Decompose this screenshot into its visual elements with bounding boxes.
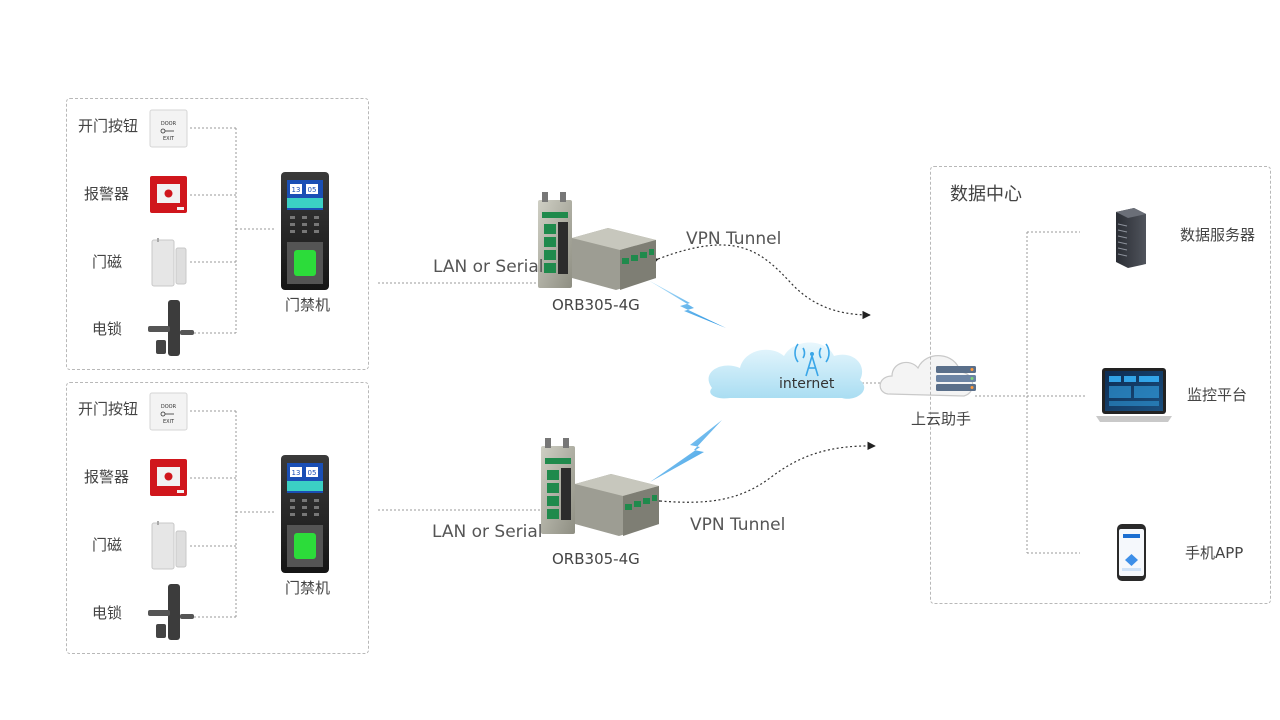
group2-connectors (190, 410, 540, 618)
door-button-text-bottom: EXIT (163, 419, 175, 425)
monitor-platform-label: 监控平台 (1187, 386, 1248, 404)
device-label-door-button: 开门按钮 (78, 400, 139, 418)
screen-minute: 05 (308, 186, 317, 194)
vpn-tunnel-label: VPN Tunnel (686, 229, 782, 249)
link-label: LAN or Serial (433, 257, 544, 277)
controller-label: 门禁机 (285, 579, 331, 597)
device-label-alarm: 报警器 (84, 185, 130, 203)
device-label-alarm: 报警器 (84, 468, 130, 486)
door-sensor-icon (151, 521, 187, 570)
data-server-label: 数据服务器 (1180, 226, 1256, 244)
device-label-door-sensor: 门磁 (92, 253, 123, 271)
fire-alarm-icon (150, 459, 187, 496)
door-button-text-bottom: EXIT (163, 136, 175, 142)
router-icon (538, 192, 656, 290)
vpn-tunnel-arrow-top (649, 244, 871, 320)
router-label: ORB305-4G (552, 296, 640, 314)
group1-connectors (190, 127, 538, 334)
screen-minute: 05 (308, 469, 317, 477)
access-control-terminal-icon: 13 05 (281, 172, 329, 290)
door-exit-button-icon: DOOR EXIT (149, 109, 188, 148)
data-center-title: 数据中心 (950, 184, 1022, 205)
device-label-electric-lock: 电锁 (92, 604, 123, 622)
wireless-lightning-icon-bottom (650, 420, 722, 482)
device-label-electric-lock: 电锁 (92, 320, 123, 338)
internet-label: internet (779, 376, 835, 392)
site-group-box-1 (66, 98, 369, 370)
site-group-box-2 (66, 382, 369, 654)
device-label-door-button: 开门按钮 (78, 117, 139, 135)
cloud-server-icon (879, 355, 976, 397)
link-label: LAN or Serial (432, 522, 543, 542)
access-control-terminal-icon: 13 05 (281, 455, 329, 573)
laptop-dashboard-icon (1096, 368, 1172, 422)
electric-lock-icon (148, 300, 194, 356)
vpn-tunnel-arrow-bottom (652, 441, 876, 505)
fire-alarm-icon (150, 176, 187, 213)
door-button-text-top: DOOR (161, 121, 177, 127)
door-sensor-icon (151, 238, 187, 287)
smartphone-icon (1117, 524, 1146, 581)
device-label-door-sensor: 门磁 (92, 536, 123, 554)
data-center-box (930, 166, 1271, 604)
door-exit-button-icon: DOOR EXIT (149, 392, 188, 431)
server-rack-icon (1116, 208, 1146, 268)
screen-hour: 13 (292, 186, 301, 194)
controller-label: 门禁机 (285, 296, 331, 314)
cloud-antenna-icon (708, 342, 865, 399)
mobile-app-label: 手机APP (1185, 544, 1244, 562)
wireless-lightning-icon-top (648, 280, 726, 328)
cloud-assistant-label: 上云助手 (911, 410, 972, 428)
screen-hour: 13 (292, 469, 301, 477)
electric-lock-icon (148, 584, 194, 640)
vpn-tunnel-label: VPN Tunnel (690, 515, 786, 535)
door-button-text-top: DOOR (161, 404, 177, 410)
router-label: ORB305-4G (552, 550, 640, 568)
router-icon (541, 438, 659, 536)
